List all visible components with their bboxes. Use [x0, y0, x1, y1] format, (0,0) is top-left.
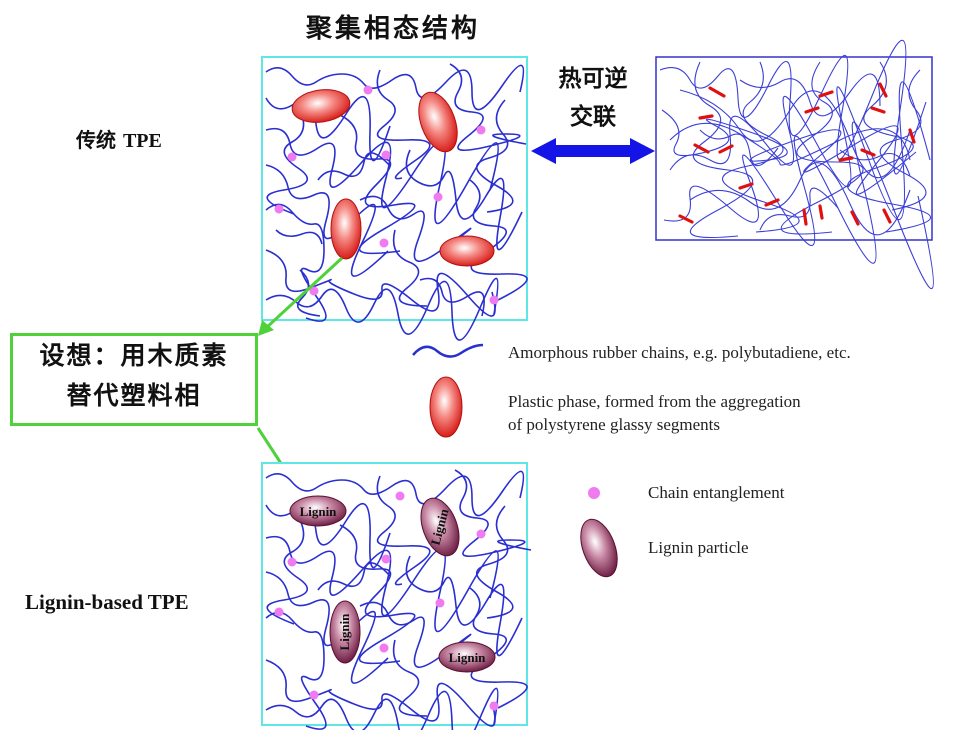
lignin-particle: Lignin — [420, 497, 460, 557]
lignin-particle: Lignin — [438, 641, 496, 673]
tangled-chains — [659, 39, 934, 290]
traditional-tpe-label: 传统 TPE — [76, 124, 162, 153]
legend-entanglement-text: Chain entanglement — [648, 483, 785, 502]
entanglement-dot — [395, 491, 405, 501]
entanglement-dot — [489, 295, 499, 305]
arrow-to-idea — [264, 256, 344, 330]
lignin-particle-label: Lignin — [337, 613, 352, 651]
legend-symbols — [412, 343, 618, 578]
entanglement-dot — [489, 701, 499, 711]
legend-plastic-text-1: Plastic phase, formed from the aggregati… — [508, 392, 801, 411]
plastic-domain — [439, 235, 495, 267]
plastic-domain — [330, 198, 362, 260]
entanglements-bottom — [274, 491, 499, 711]
traditional-tpe-box — [261, 56, 528, 341]
entanglement-dot — [476, 125, 486, 135]
entanglement-dot — [274, 607, 284, 617]
lignin-particle: Lignin — [289, 495, 347, 527]
reversible-crosslink-label: 热可逆 交联 — [548, 60, 638, 136]
reversible-line-2: 交联 — [570, 104, 616, 130]
idea-line-1: 设想：用木质素 — [39, 341, 229, 370]
plastic-phases-top — [291, 89, 495, 267]
lignin-particle-label: Lignin — [300, 504, 338, 519]
entanglement-dot — [309, 690, 319, 700]
legend-plastic-text-2: of polystyrene glassy segments — [508, 415, 720, 434]
idea-line-2: 替代塑料相 — [66, 381, 202, 410]
entanglement-dot — [287, 557, 297, 567]
entanglement-dot — [379, 643, 389, 653]
legend-plastic-icon — [429, 376, 463, 438]
entanglement-dot — [379, 238, 389, 248]
entanglement-dot — [287, 152, 297, 162]
legend-chain-icon — [412, 343, 484, 358]
rubber-chains-top — [265, 63, 528, 341]
traditional-label-cn: 传统 — [76, 128, 116, 152]
lignin-particle: Lignin — [329, 600, 361, 664]
plastic-domain — [418, 91, 458, 153]
entanglement-dot — [435, 598, 445, 608]
lignin-tpe-label: Lignin-based TPE — [25, 590, 189, 614]
legend-lignin-text: Lignin particle — [648, 538, 749, 557]
plastic-domain — [291, 89, 351, 123]
traditional-label-en: TPE — [122, 130, 162, 152]
lignin-tpe-box: Lignin Lignin Lignin Lignin — [261, 462, 532, 730]
entanglements-top — [274, 85, 499, 305]
reversible-line-1: 热可逆 — [558, 66, 628, 92]
lignin-particles: Lignin Lignin Lignin Lignin — [289, 495, 496, 673]
entanglement-dot — [363, 85, 373, 95]
legend-entanglement-icon — [588, 487, 600, 499]
legend-rubber-text: Amorphous rubber chains, e.g. polybutadi… — [508, 343, 851, 362]
idea-text: 设想：用木质素 替代塑料相 — [10, 336, 258, 416]
entanglement-dot — [381, 150, 391, 160]
entanglement-dot — [309, 286, 319, 296]
rubber-chains-bottom — [265, 469, 532, 730]
entanglement-dot — [433, 192, 443, 202]
idea-box — [10, 333, 258, 426]
entanglement-dot — [274, 204, 284, 214]
diagram-title: 聚集相态结构 — [306, 14, 481, 44]
lignin-particle-label: Lignin — [449, 650, 487, 665]
legend-lignin-icon — [580, 518, 618, 578]
entanglement-dot — [381, 554, 391, 564]
reversible-crosslink-box — [655, 39, 934, 290]
crosslinks — [678, 82, 916, 226]
reversible-double-arrow — [531, 138, 655, 164]
entanglement-dot — [476, 529, 486, 539]
